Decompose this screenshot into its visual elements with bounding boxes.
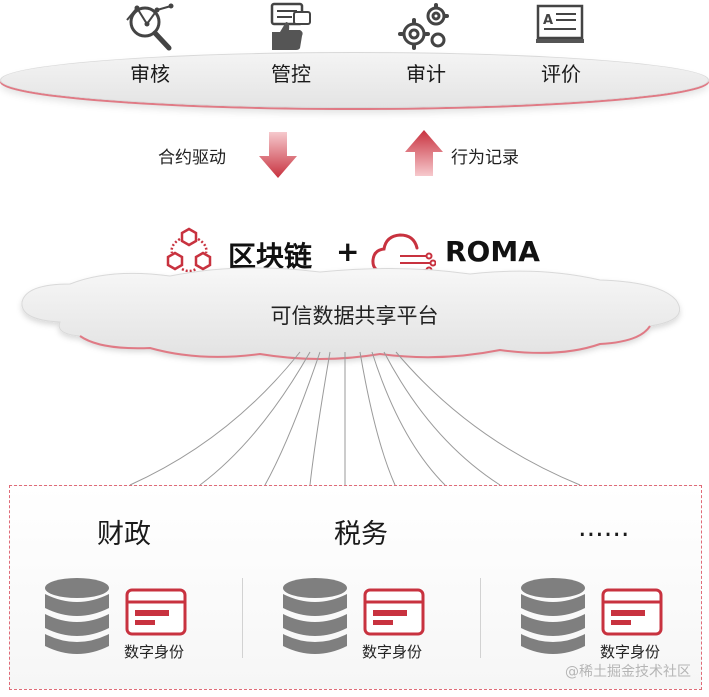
id-card-icon xyxy=(125,588,187,636)
database-icon xyxy=(283,578,347,654)
id-label: 数字身份 xyxy=(362,643,423,661)
arrow-up-icon xyxy=(405,130,443,176)
id-label: 数字身份 xyxy=(600,643,661,661)
data-sources-box xyxy=(9,485,702,690)
connection-lines xyxy=(129,351,581,486)
section-title-tax: 税务 xyxy=(334,519,388,550)
flow-down-label: 合约驱动 xyxy=(158,148,226,168)
id-card-icon xyxy=(601,588,663,636)
section-divider xyxy=(242,578,243,658)
database-icon xyxy=(45,578,109,654)
blockchain-label: 区块链 xyxy=(228,240,313,273)
magnifier-chart-icon xyxy=(126,3,174,51)
governance-ellipse xyxy=(0,52,709,108)
gov-label-control: 管控 xyxy=(271,62,311,86)
gov-item-control: 管控 xyxy=(241,2,341,87)
gov-label-evaluate: 评价 xyxy=(541,62,581,86)
thumbs-up-chat-icon xyxy=(270,2,311,50)
gov-item-review: 审核 xyxy=(100,2,200,87)
section-title-more: ...... xyxy=(578,512,630,543)
section-title-finance: 财政 xyxy=(97,519,151,550)
plus-sign: + xyxy=(336,235,360,268)
flow-up-label: 行为记录 xyxy=(451,148,519,168)
roma-label: ROMA xyxy=(445,235,540,268)
gov-label-audit: 审计 xyxy=(406,62,446,86)
platform-label: 可信数据共享平台 xyxy=(270,304,439,328)
id-label: 数字身份 xyxy=(124,643,185,661)
blockchain-hexagons-icon xyxy=(166,227,212,273)
watermark: @稀土掘金技术社区 xyxy=(565,664,691,680)
document-board-icon: A xyxy=(536,4,584,43)
database-icon xyxy=(521,578,585,654)
gov-item-audit: 审计 xyxy=(376,2,476,87)
section-divider xyxy=(480,578,481,658)
arrow-down-icon xyxy=(259,132,297,178)
id-card-icon xyxy=(363,588,425,636)
gov-label-review: 审核 xyxy=(130,62,170,86)
platform-cloud xyxy=(21,267,681,360)
gov-item-evaluate: A 评价 xyxy=(511,2,611,87)
svg-text:A: A xyxy=(543,13,553,28)
gears-icon xyxy=(398,3,449,50)
